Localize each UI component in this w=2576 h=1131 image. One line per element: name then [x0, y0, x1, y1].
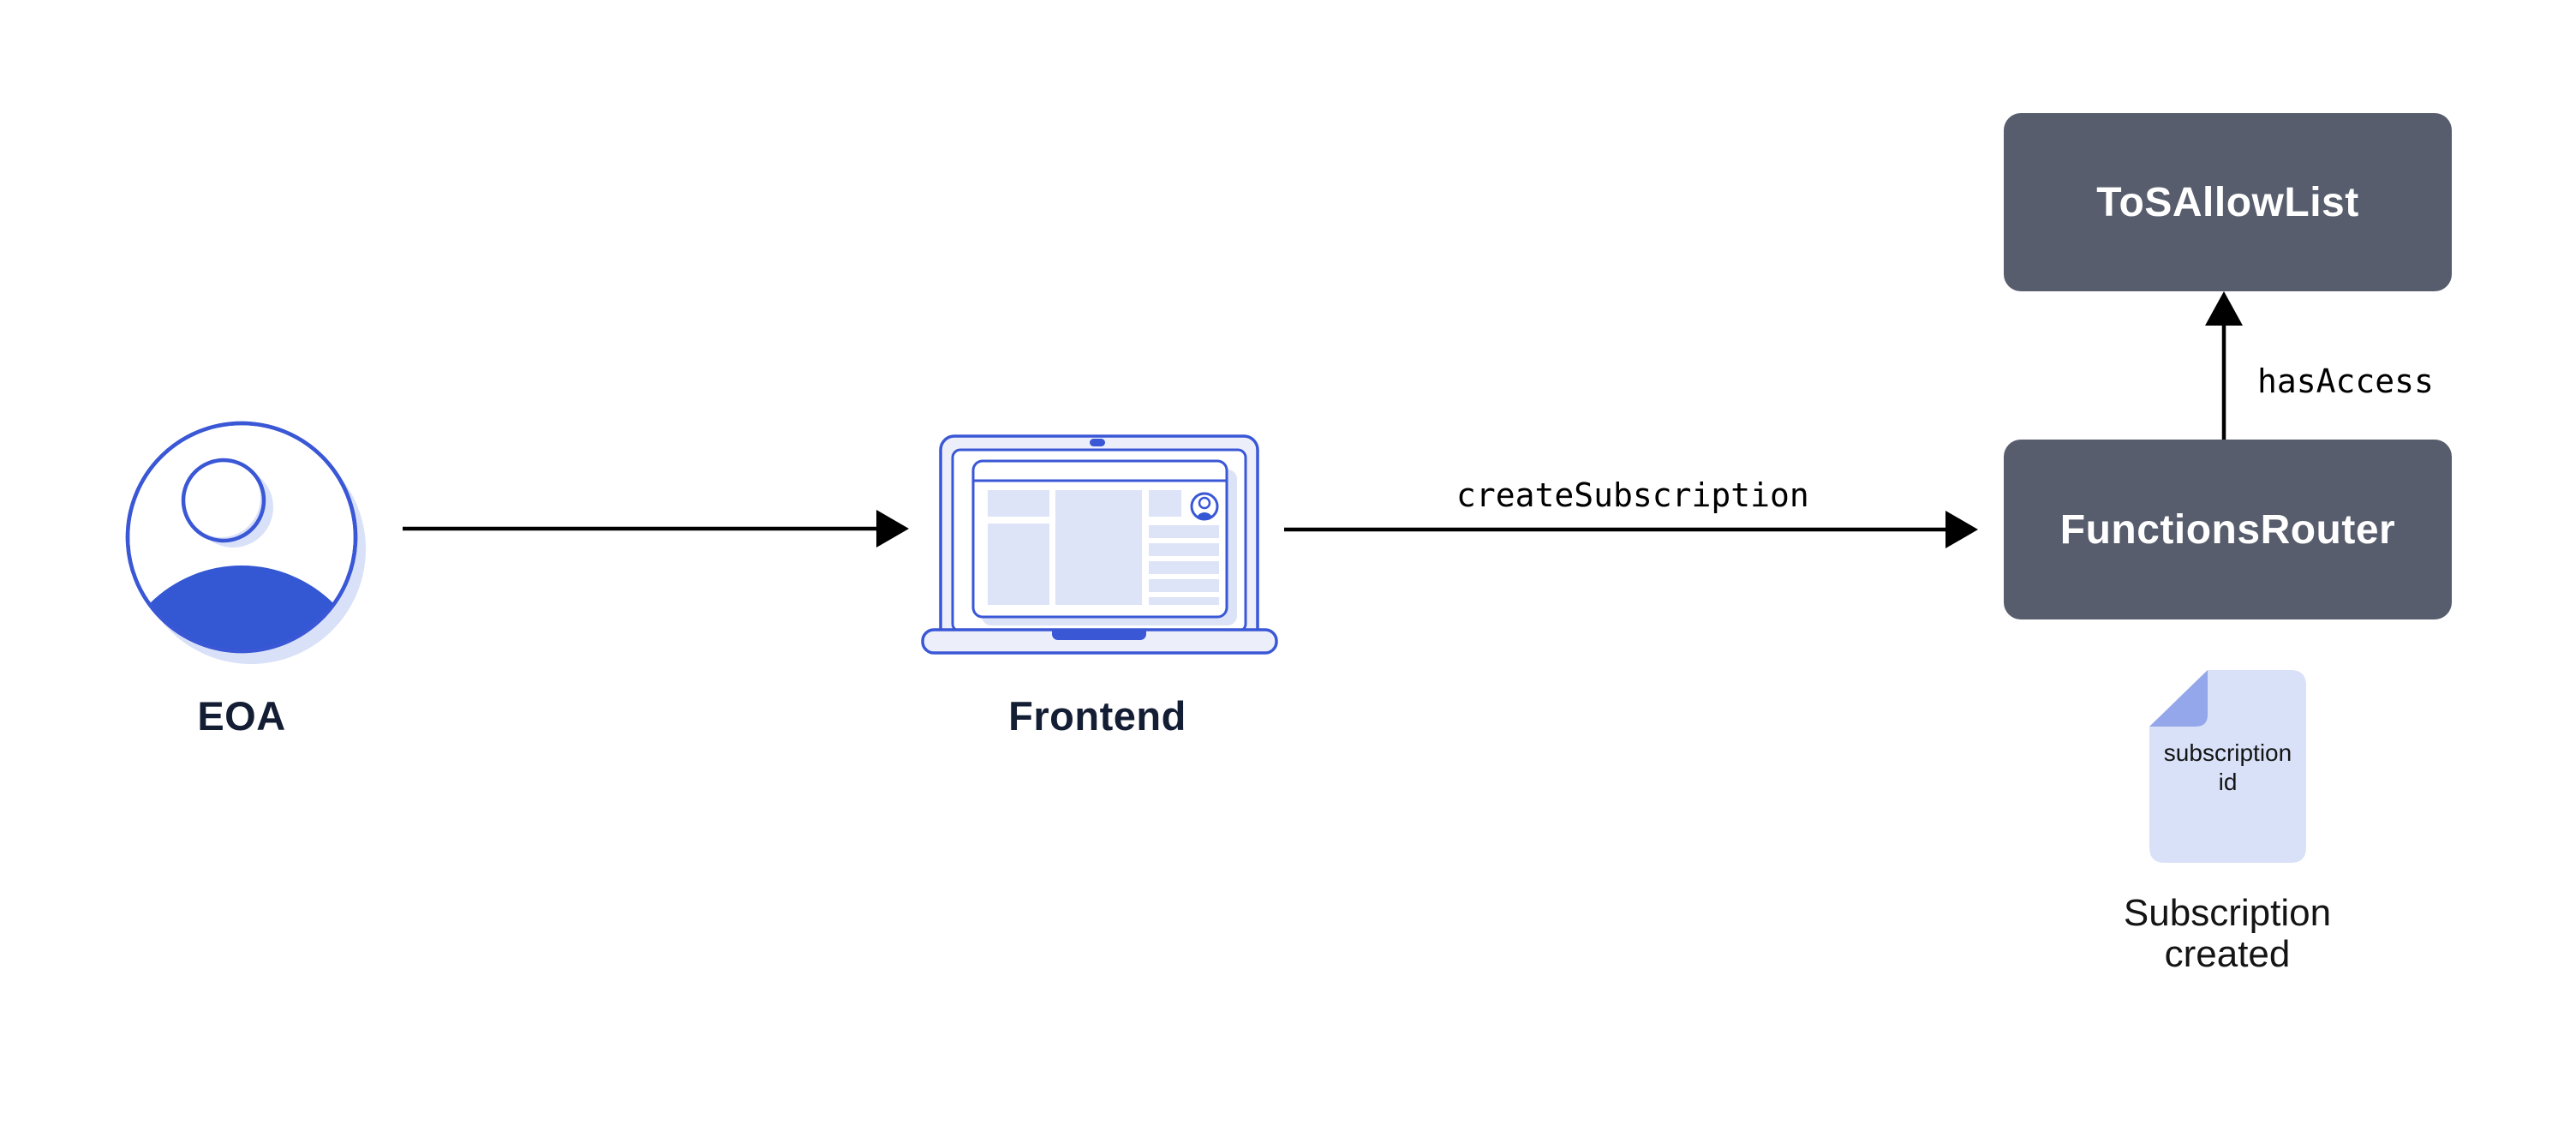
tos-allow-list-label: ToSAllowList [2096, 179, 2359, 225]
tos-allow-list-node: ToSAllowList [2004, 113, 2452, 291]
subscription-created-caption: Subscription created [2123, 892, 2332, 975]
arrow-functionsrouter-to-tosallowlist [2205, 291, 2243, 440]
create-subscription-edge-label: createSubscription [1456, 476, 1809, 514]
arrow-eoa-to-frontend [403, 510, 909, 548]
user-avatar-icon [125, 421, 366, 664]
eoa-label: EOA [197, 693, 286, 739]
functions-router-label: FunctionsRouter [2059, 506, 2396, 553]
frontend-label: Frontend [1008, 693, 1186, 739]
has-access-edge-label: hasAccess [2257, 362, 2434, 400]
arrow-frontend-to-functionsrouter [1284, 511, 1978, 548]
functions-router-node: FunctionsRouter [2004, 440, 2452, 619]
subscription-id-doc-text: subscription id [2163, 739, 2292, 795]
document-icon [2149, 670, 2306, 863]
mini-user-avatar-icon [1190, 492, 1219, 521]
browser-content-blocks [988, 490, 1219, 605]
laptop-icon [921, 434, 1278, 655]
